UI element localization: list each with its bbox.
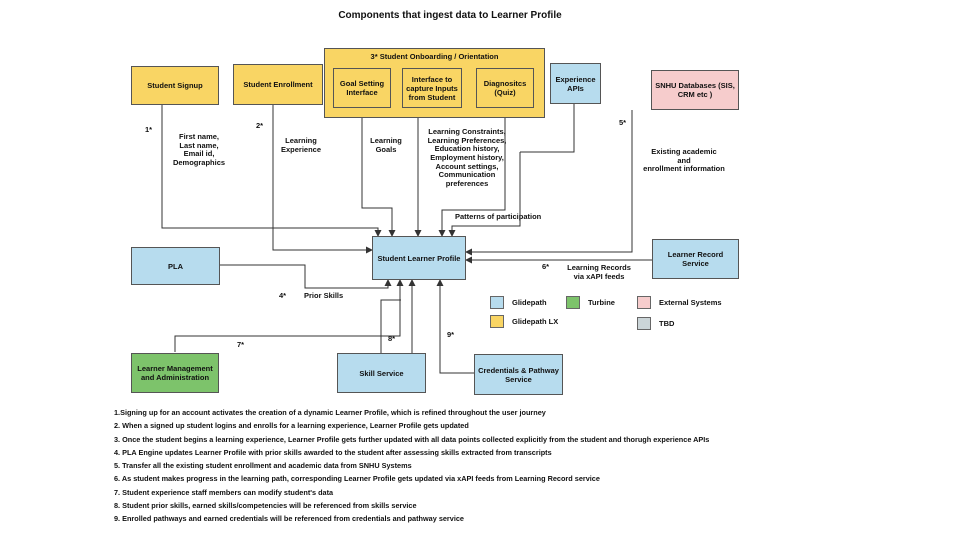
edge-diagnostics [438, 108, 506, 237]
edge-goals [361, 108, 396, 237]
edge-patterns [448, 152, 521, 237]
edge-label-6: 6* [542, 262, 550, 271]
snhu-databases-box: SNHU Databases (SIS, CRM etc ) [651, 70, 739, 110]
note-item: 1.Signing up for an account activates th… [114, 408, 546, 417]
notes-list: 1.Signing up for an account activates th… [114, 406, 874, 526]
edge-label-1: 1* [145, 125, 153, 134]
student-enrollment-box: Student Enrollment [233, 64, 323, 105]
legend-turbine: Turbine [566, 296, 615, 309]
note-item: 9. Enrolled pathways and earned credenti… [114, 514, 464, 524]
interface-capture-box: Interface to capture Inputs from Student [402, 68, 462, 108]
diagram-title: Components that ingest data to Learner P… [338, 10, 562, 21]
edge-label-9: 9* [447, 330, 455, 339]
edge-learner-mgmt [174, 279, 404, 352]
skill-service-box: Skill Service [337, 353, 426, 393]
legend-glidepath: Glidepath [490, 296, 547, 309]
note-item: 6. As student makes progress in the lear… [114, 474, 600, 484]
pla-box: PLA [131, 247, 220, 285]
legend-swatch-glidepath [490, 296, 504, 309]
onboarding-group-title: 3* Student Onboarding / Orientation [370, 52, 499, 61]
edge-signup [161, 105, 382, 237]
experience-apis-box: Experience APIs [550, 63, 601, 104]
note-item: 3. Once the student begins a learning ex… [114, 434, 710, 444]
note-item: 8. Student prior skills, earned skills/c… [114, 501, 417, 511]
constraints-label: Learning Constraints, Learning Preferenc… [427, 127, 507, 188]
diagnostics-box: Diagnositcs (Quiz) [476, 68, 534, 108]
learning-records-label: Learning Records via xAPI feeds [567, 263, 631, 281]
edge-label-8: 8* [388, 334, 396, 343]
edge-enrollment [272, 105, 373, 254]
learner-record-service-box: Learner Record Service [652, 239, 739, 279]
edge-snhu [465, 110, 633, 256]
learner-profile-box: Student Learner Profile [372, 236, 466, 280]
edge-label-4: 4* [279, 291, 287, 300]
edge-label-7: 7* [237, 340, 245, 349]
legend-swatch-glidepath-lx [490, 315, 504, 328]
student-signup-box: Student Signup [131, 66, 219, 105]
signup-data-label: First name, Last name, Email id, Demogra… [172, 132, 226, 167]
prior-skills-label: Prior Skills [304, 291, 344, 300]
learner-management-box: Learner Management and Administration [131, 353, 219, 393]
existing-academic-label: Existing academic and enrollment informa… [643, 147, 725, 174]
edge-label-5: 5* [619, 118, 627, 127]
edge-skill [380, 299, 401, 353]
credentials-service-box: Credentials & Pathway Service [474, 354, 563, 395]
legend-tbd: TBD [637, 317, 674, 330]
edge-label-2: 2* [256, 121, 264, 130]
learning-goals-label: Learning Goals [370, 136, 402, 154]
edge-credentials [436, 279, 474, 374]
legend-swatch-tbd [637, 317, 651, 330]
legend-swatch-turbine [566, 296, 580, 309]
legend-glidepath-lx: Glidepath LX [490, 315, 558, 328]
edge-pla [220, 264, 392, 289]
legend-swatch-external [637, 296, 651, 309]
edge-experience-apis [520, 104, 575, 153]
note-item: 7. Student experience staff members can … [114, 487, 334, 497]
legend-external: External Systems [637, 296, 722, 309]
note-item: 5. Transfer all the existing student enr… [114, 461, 412, 471]
note-item: 2. When a signed up student logins and e… [114, 421, 469, 431]
note-item: 4. PLA Engine updates Learner Profile wi… [114, 447, 552, 457]
patterns-label: Patterns of participation [455, 212, 542, 221]
learning-experience-label: Learning Experience [280, 136, 322, 154]
goal-setting-box: Goal Setting Interface [333, 68, 391, 108]
